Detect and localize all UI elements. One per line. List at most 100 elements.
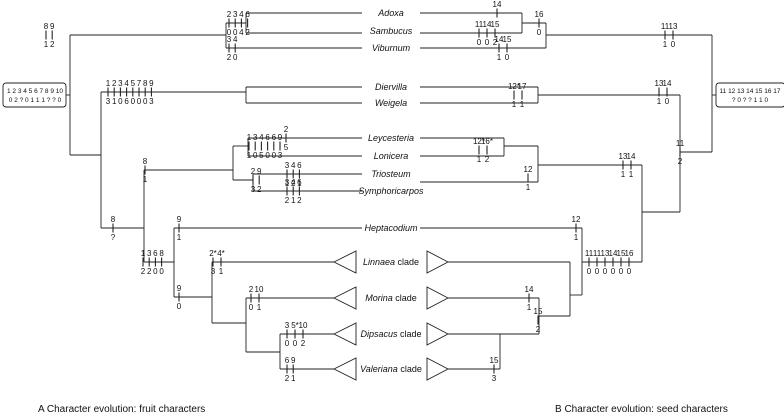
character-number: 1: [141, 249, 146, 258]
character-state: 6: [124, 97, 129, 106]
clade-triangle-linnaea-right: [427, 251, 448, 273]
character-state: 0: [143, 97, 148, 106]
character-state: 0: [159, 267, 164, 276]
character-number: 4: [239, 10, 244, 19]
character-state: ?: [111, 233, 116, 242]
character-state: 1: [497, 53, 502, 62]
character-state: 3: [149, 97, 154, 106]
character-number: 14: [495, 35, 504, 44]
character-number: 9: [177, 215, 182, 224]
character-number: 16: [535, 10, 544, 19]
seed-change-10: 112: [676, 139, 685, 166]
character-state: 0: [233, 28, 238, 37]
character-state: 1: [247, 151, 252, 160]
clade-triangle-morina-left: [334, 287, 356, 309]
clade-label-morina: Morina clade: [365, 293, 417, 303]
fruit-change-10: 8?: [111, 215, 116, 242]
character-number: 11: [593, 249, 602, 258]
character-number: 3: [147, 249, 152, 258]
character-number: 15: [534, 307, 543, 316]
character-number: 12*: [508, 82, 520, 91]
character-number: 9: [278, 133, 283, 142]
character-state: 5: [284, 143, 289, 152]
character-number: 13: [619, 152, 628, 161]
character-number: 4: [259, 133, 264, 142]
character-number: 6: [297, 161, 302, 170]
character-state: 1: [297, 179, 302, 188]
character-number: 16*: [481, 137, 493, 146]
seed-change-2: 160: [535, 10, 544, 37]
character-number: 13: [669, 22, 678, 31]
character-number: 11: [676, 139, 685, 148]
character-state: 0: [153, 267, 158, 276]
character-number: 4: [233, 35, 238, 44]
character-number: 6: [265, 133, 270, 142]
character-number: 14: [525, 285, 534, 294]
character-state: 1: [44, 40, 49, 49]
character-change-markers: 8192203044623240132130465070809325113045…: [44, 0, 685, 383]
character-number: 8: [44, 22, 49, 31]
character-state: 0: [137, 97, 142, 106]
fruit-change-4: 25: [284, 125, 289, 152]
character-state: 1: [143, 175, 148, 184]
fruit-change-11: 91: [177, 215, 182, 242]
character-number: 4: [124, 79, 129, 88]
taxon-leycesteria: Leycesteria: [368, 133, 414, 143]
fruit-change-0: 8 19 2: [44, 22, 55, 49]
character-state: 3: [211, 267, 216, 276]
character-number: 4: [291, 178, 296, 187]
clade-triangle-morina-right: [427, 287, 448, 309]
character-state: 3: [492, 374, 497, 383]
taxon-symphoricarpos: Symphoricarpos: [358, 186, 424, 196]
clade-word: clade: [398, 257, 420, 267]
character-number: 14: [493, 0, 502, 9]
character-state: 2: [50, 40, 55, 49]
character-state: 2: [141, 267, 146, 276]
character-number: 9: [50, 22, 55, 31]
character-number: 2: [112, 79, 117, 88]
character-state: 0: [627, 267, 632, 276]
character-number: 6: [153, 249, 158, 258]
caption-seed-characters: B Character evolution: seed characters: [555, 404, 728, 415]
tree-branches: [3, 13, 784, 380]
character-state: 0: [485, 38, 490, 47]
character-state: 1: [477, 155, 482, 164]
character-number: 12*: [473, 137, 485, 146]
clade-dipsacus-name: Dipsacus: [360, 329, 398, 339]
character-state: 0: [227, 28, 232, 37]
character-number: 15: [491, 20, 500, 29]
character-number: 3: [285, 178, 290, 187]
character-state: 0: [265, 151, 270, 160]
character-number: 8: [159, 249, 164, 258]
character-state: 0: [293, 339, 298, 348]
character-number: 6: [285, 356, 290, 365]
seed-change-15: 153: [490, 356, 499, 383]
character-number: 2: [251, 167, 256, 176]
taxon-triosteum: Triosteum: [371, 169, 411, 179]
clade-valeriana-name: Valeriana: [360, 364, 398, 374]
character-state: 1: [291, 196, 296, 205]
clade-label-dipsacus: Dipsacus clade: [360, 329, 421, 339]
character-state: 2: [147, 267, 152, 276]
taxon-adoxa: Adoxa: [377, 8, 404, 18]
character-number: 2: [227, 10, 232, 19]
taxon-heptacodium: Heptacodium: [364, 223, 418, 233]
character-number: 11: [475, 20, 484, 29]
character-number: 5*: [291, 321, 299, 330]
character-state: 0: [131, 97, 136, 106]
character-state: 1: [219, 267, 224, 276]
legend-left-states: 0 2 ? 0 1 1 1 ? ? 0: [9, 97, 62, 104]
character-number: 9: [177, 284, 182, 293]
clade-triangle-valeriana-left: [334, 358, 356, 380]
character-number: 7: [137, 79, 142, 88]
character-state: 1: [257, 303, 262, 312]
character-number: 9: [257, 167, 262, 176]
character-state: 0: [587, 267, 592, 276]
seed-change-14: 152: [534, 307, 543, 334]
character-state: 1: [657, 97, 662, 106]
